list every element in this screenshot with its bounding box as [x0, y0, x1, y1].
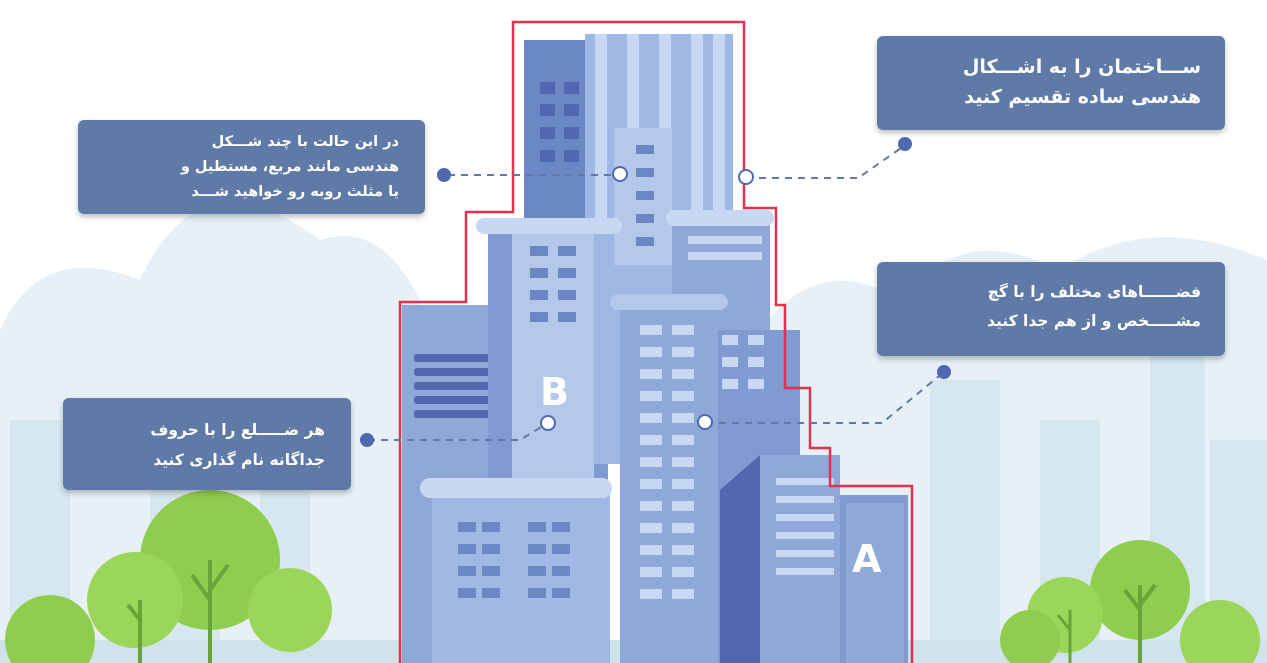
label-b: B [540, 370, 569, 414]
building-outline [398, 20, 914, 663]
trees-right [1000, 540, 1260, 663]
callout-line: فضــــــاهای مختلف را با گچ [987, 283, 1201, 301]
callout-line: ســـاختمان را به اشـــکال [962, 56, 1201, 78]
callout-geometric-shapes: در این حالت با چند شـــکل هندسی مانند مر… [78, 120, 425, 214]
callout-divide-shapes: ســـاختمان را به اشـــکال هندسی ساده تقس… [877, 36, 1225, 130]
connectors [368, 145, 945, 441]
label-a: A [852, 537, 882, 581]
connector-dots [360, 137, 951, 447]
callout-line: در این حالت با چند شـــکل [211, 134, 399, 150]
callout-line: هر ضـــــلع را با حروف [150, 421, 325, 439]
callout-mark-spaces: فضــــــاهای مختلف را با گچ مشـــــخص و … [877, 262, 1225, 356]
callout-line: هندسی مانند مربع، مستطیل و [180, 159, 399, 175]
callout-line: جداگانه نام گذاری کنید [153, 451, 325, 469]
callout-name-sides: هر ضـــــلع را با حروف جداگانه نام گذاری… [63, 398, 351, 490]
trees-left [5, 490, 332, 663]
callout-line: هندسی ساده تقسیم کنید [964, 86, 1201, 108]
callout-line: مشـــــخص و از هم جدا کنید [987, 312, 1201, 330]
building [402, 34, 908, 663]
callout-line: یا مثلث روبه رو خواهید شـــد [191, 184, 399, 200]
